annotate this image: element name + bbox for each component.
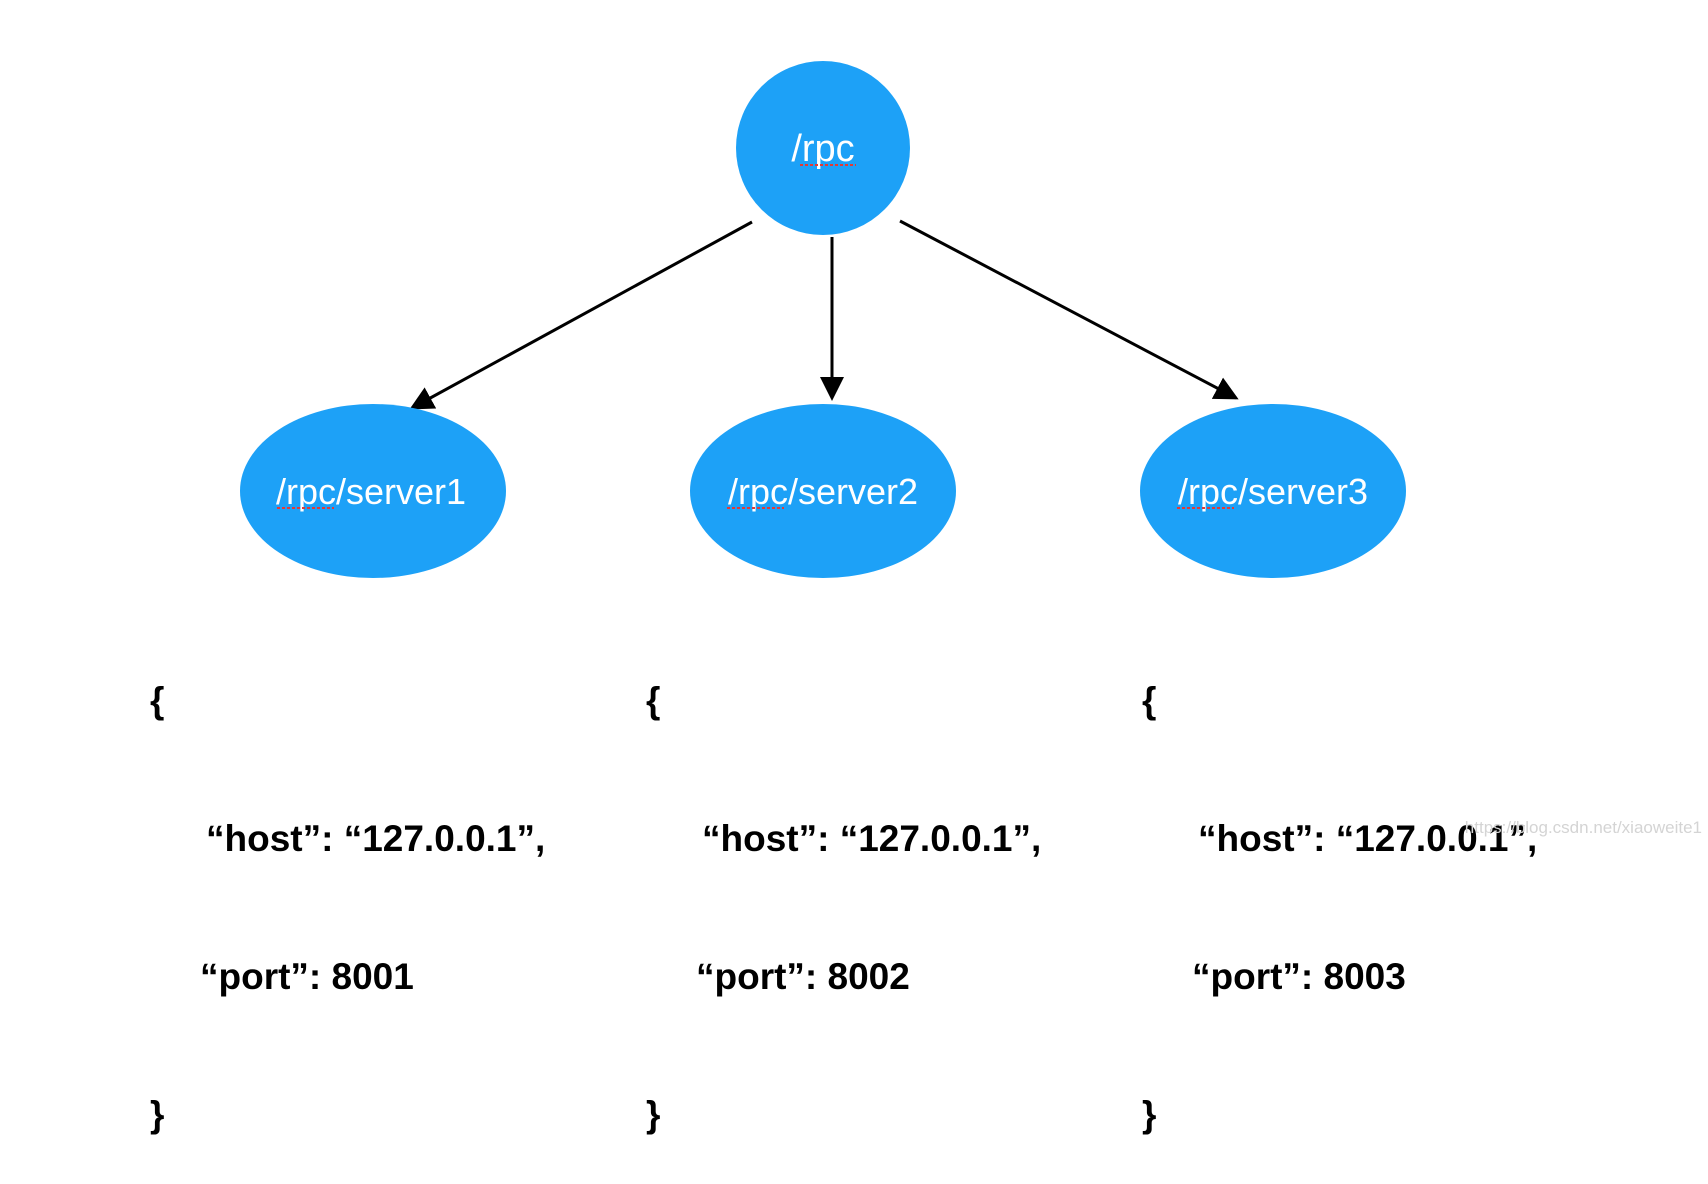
json-port-line: “port”: 8003 <box>1192 956 1406 997</box>
json-host-line: “host”: “127.0.0.1”, <box>702 818 1042 859</box>
json-open-brace: { <box>1142 680 1157 721</box>
node-server3: /rpc/server3 <box>1140 404 1406 578</box>
node-server1-label: /rpc/server1 <box>276 471 466 512</box>
edge-root-to-server3 <box>899 219 1239 400</box>
json-host-line: “host”: “127.0.0.1”, <box>206 818 546 859</box>
edge-root-to-server1 <box>409 220 753 410</box>
node-server3-label: /rpc/server3 <box>1178 471 1368 512</box>
node-server2-shape <box>690 404 956 578</box>
json-close-brace: } <box>150 1094 165 1135</box>
json-close-brace: } <box>1142 1094 1157 1135</box>
watermark: https://blog.csdn.net/xiaoweite1 <box>1464 818 1702 837</box>
json-close-brace: } <box>646 1094 661 1135</box>
node-server2-label: /rpc/server2 <box>728 471 918 512</box>
node-rpc: /rpc <box>736 61 910 235</box>
node-rpc-label: /rpc <box>791 128 854 170</box>
server3-data-block: { “host”: “127.0.0.1”, “port”: 8003 } <box>1142 586 1537 1184</box>
server1-data-block: { “host”: “127.0.0.1”, “port”: 8001 } <box>150 586 545 1184</box>
node-rpc-shape <box>736 61 910 235</box>
json-open-brace: { <box>646 680 661 721</box>
json-port-line: “port”: 8002 <box>696 956 910 997</box>
node-server2: /rpc/server2 <box>690 404 956 578</box>
server2-data-block: { “host”: “127.0.0.1”, “port”: 8002 } <box>646 586 1041 1184</box>
node-server1-shape <box>240 404 506 578</box>
json-open-brace: { <box>150 680 165 721</box>
tree-diagram: /rpc /rpc/server1 /rpc/server2 /rpc/serv… <box>240 61 1406 578</box>
node-server1: /rpc/server1 <box>240 404 506 578</box>
json-port-line: “port”: 8001 <box>200 956 414 997</box>
node-server3-shape <box>1140 404 1406 578</box>
